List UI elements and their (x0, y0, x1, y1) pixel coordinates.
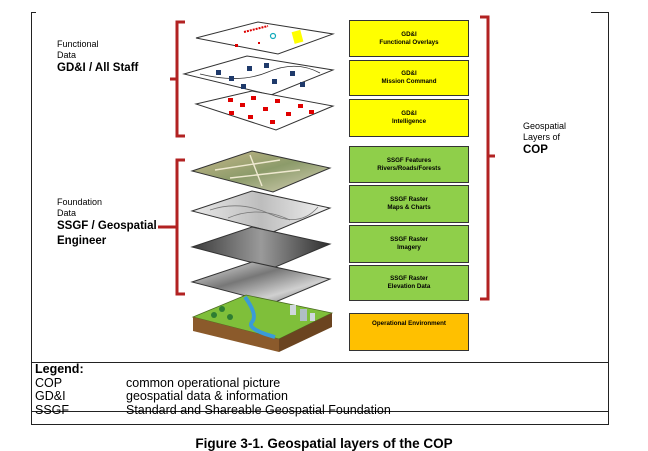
box-mission-command-line1: GD&I (401, 70, 417, 77)
box-mission-command-line2: Mission Command (381, 78, 437, 85)
terrain-block (191, 294, 334, 352)
box-functional-overlays-line1: GD&I (401, 30, 417, 38)
maps-charts-layer (190, 190, 332, 233)
box-ssgf-features-line1: SSGF Features (386, 156, 432, 164)
layers-diagram (158, 15, 495, 352)
box-elevation-data-line1: SSGF Raster (390, 275, 428, 282)
box-maps-charts-line2: Maps & Charts (387, 204, 431, 211)
geospatial-line2: Layers of (523, 132, 561, 142)
legend-row: SSGF Standard and Shareable Geospatial F… (32, 402, 608, 418)
legend-term: GD&I (35, 389, 66, 403)
foundation-owner-1: SSGF / Geospatial (57, 220, 157, 232)
legend-definition: common operational picture (126, 375, 281, 390)
elevation-layer (190, 261, 332, 304)
foundation-data-label: Foundation Data SSGF / Geospatial Engine… (57, 197, 157, 249)
legend-definition: geospatial data & information (126, 389, 288, 403)
legend-row: COP common operational picture (32, 375, 608, 391)
legend-term: COP (35, 375, 63, 390)
legend-row: GD&I geospatial data & information (32, 389, 608, 404)
box-ssgf-features: SSGF Features Rivers/Roads/Forests (349, 146, 469, 183)
functional-overlays-layer (195, 21, 335, 55)
box-intelligence-line2: Intelligence (391, 118, 427, 125)
cop-bracket (480, 15, 495, 301)
box-imagery-line1: SSGF Raster (390, 236, 428, 243)
box-intelligence: GD&I Intelligence (349, 99, 469, 137)
box-ssgf-features-line2: Rivers/Roads/Forests (377, 164, 441, 172)
box-elevation-data-line2: Elevation Data (387, 283, 431, 290)
features-layer (190, 150, 332, 193)
foundation-line2: Data (57, 208, 77, 218)
legend-definition: Standard and Shareable Geospatial Founda… (126, 402, 391, 417)
box-imagery: SSGF Raster Imagery (349, 225, 469, 263)
functional-line2: Data (57, 50, 77, 60)
box-functional-overlays-line2: Functional Overlays (379, 38, 439, 46)
box-elevation-data: SSGF Raster Elevation Data (349, 265, 469, 301)
box-operational-environment: Operational Environment (349, 313, 469, 351)
legend-term: SSGF (35, 402, 70, 417)
geospatial-layers-label: Geospatial Layers of COP (523, 121, 566, 158)
mission-command-layer (182, 55, 335, 96)
box-imagery-line2: Imagery (397, 244, 421, 251)
box-operational-environment-line1: Operational Environment (372, 320, 446, 327)
legend: Legend: COP common operational picture G… (31, 362, 609, 425)
functional-owner: GD&I / All Staff (57, 62, 139, 74)
functional-data-label: Functional Data GD&I / All Staff (57, 39, 138, 76)
box-functional-overlays: GD&I Functional Overlays (349, 20, 469, 57)
box-maps-charts-line1: SSGF Raster (390, 196, 428, 203)
frame-top-gap (36, 10, 591, 14)
geospatial-line3: COP (523, 144, 548, 156)
functional-bracket (170, 20, 185, 138)
geospatial-line1: Geospatial (523, 121, 567, 131)
box-mission-command: GD&I Mission Command (349, 60, 469, 96)
box-maps-charts: SSGF Raster Maps & Charts (349, 185, 469, 223)
box-intelligence-line1: GD&I (401, 110, 417, 117)
foundation-line1: Foundation (57, 197, 103, 207)
intelligence-layer (194, 90, 335, 131)
foundation-bracket (158, 158, 185, 296)
imagery-layer (190, 226, 332, 269)
legend-title: Legend: (35, 362, 84, 376)
figure-caption: Figure 3-1. Geospatial layers of the COP (195, 436, 453, 451)
functional-line1: Functional (57, 39, 99, 49)
foundation-owner-2: Engineer (57, 235, 107, 247)
